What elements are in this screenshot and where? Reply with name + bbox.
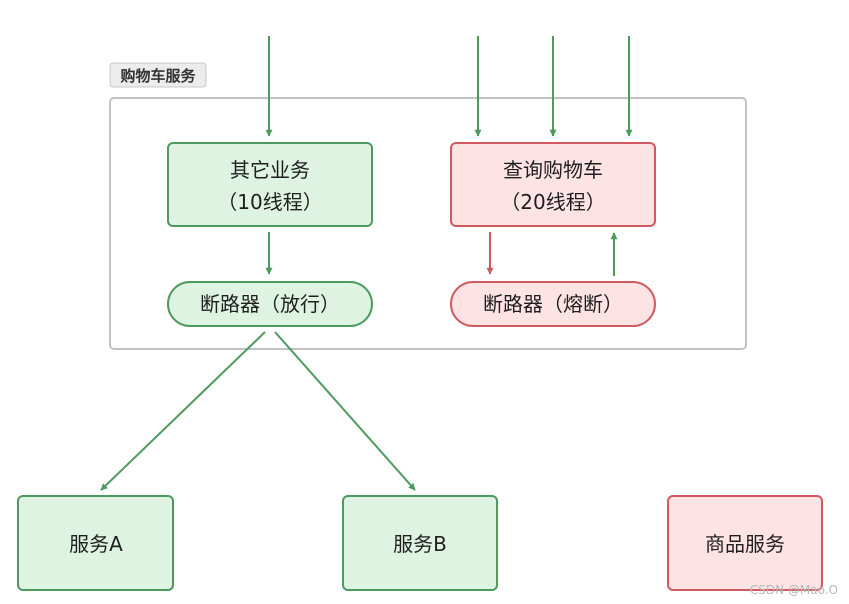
node-breaker-pass <box>167 281 373 327</box>
node-breaker-fuse <box>450 281 656 327</box>
node-query-cart-threads: （20线程） <box>500 190 605 214</box>
node-product-service-label: 商品服务 <box>705 532 785 556</box>
node-query-cart <box>450 142 656 227</box>
arrow-breaker-to-service-b <box>274 331 416 491</box>
node-other-business <box>167 142 373 227</box>
node-other-business-threads: （10线程） <box>217 190 322 214</box>
node-breaker-pass-label: 断路器（放行） <box>200 292 340 316</box>
group-container <box>109 97 747 350</box>
node-breaker-fuse-label: 断路器（熔断） <box>483 292 623 316</box>
node-product-service <box>667 495 823 591</box>
arrow-breaker-to-service-a <box>100 331 266 491</box>
node-service-a-label: 服务A <box>69 532 123 556</box>
group-label-box <box>109 62 207 88</box>
watermark: CSDN @Mao.O <box>750 583 838 597</box>
node-other-business-title: 其它业务 <box>230 158 310 182</box>
node-service-b-label: 服务B <box>393 532 447 556</box>
node-service-a <box>17 495 174 591</box>
group-label: 购物车服务 <box>120 67 196 85</box>
node-query-cart-title: 查询购物车 <box>503 158 603 182</box>
node-service-b <box>342 495 498 591</box>
